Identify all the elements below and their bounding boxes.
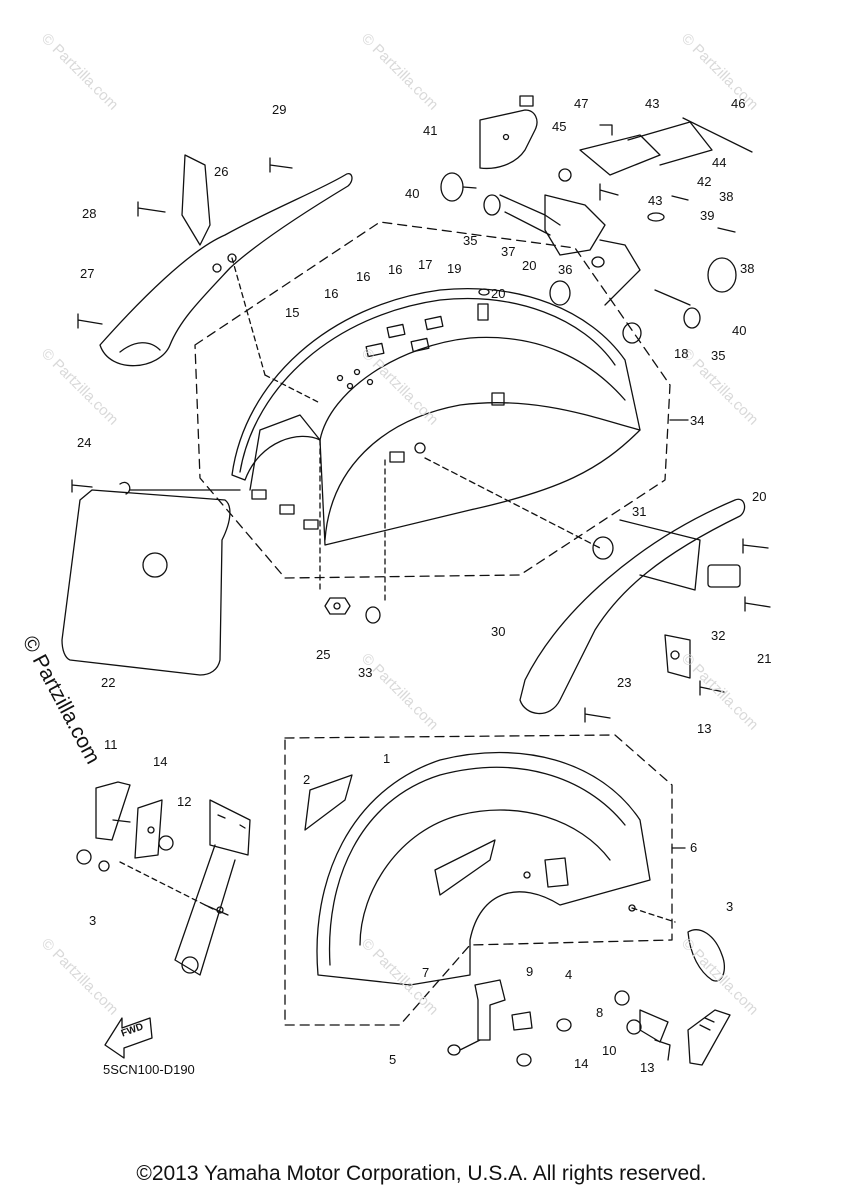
callout: 21	[757, 651, 772, 666]
callout: 1	[383, 751, 391, 766]
callout: 20	[491, 286, 506, 301]
callout: 20	[522, 258, 537, 273]
front-fender-boundary	[285, 735, 672, 1025]
callout: 47	[574, 96, 589, 111]
fwd-arrow	[105, 1018, 152, 1058]
callout: 23	[617, 675, 632, 690]
callout: 46	[731, 96, 746, 111]
reflector-right	[615, 991, 730, 1065]
callout: 3	[89, 913, 97, 928]
copyright-notice: ©2013 Yamaha Motor Corporation, U.S.A. A…	[136, 1162, 707, 1185]
callout: 2	[303, 772, 311, 787]
callout: 41	[423, 123, 438, 138]
tail-lamp-bracket	[441, 96, 752, 328]
callout: 7	[422, 965, 430, 980]
callout: 43	[648, 193, 663, 208]
callout: 38	[719, 189, 734, 204]
rubber-damper	[550, 281, 641, 559]
callout: 5	[389, 1052, 397, 1067]
rear-fender	[232, 289, 640, 545]
callout: 36	[558, 262, 573, 277]
callout: 13	[640, 1060, 655, 1075]
callout: 27	[80, 266, 95, 281]
callout: 35	[711, 348, 726, 363]
callout: 14	[574, 1056, 589, 1071]
callout: 40	[405, 186, 420, 201]
callout: 17	[418, 257, 433, 272]
callout: 11	[104, 737, 118, 752]
callout: 24	[77, 435, 92, 450]
reflector-left	[77, 782, 215, 910]
callout: 37	[501, 244, 516, 259]
callout: 16	[388, 262, 403, 277]
callout: 20	[752, 489, 767, 504]
callout: 31	[632, 504, 647, 519]
callout: 38	[740, 261, 755, 276]
callout: 40	[732, 323, 747, 338]
nut	[320, 440, 385, 623]
callout: 28	[82, 206, 97, 221]
callout: 16	[356, 269, 371, 284]
callout: 42	[697, 174, 712, 189]
callout: 34	[690, 413, 705, 428]
callout: 4	[565, 967, 573, 982]
callout: 12	[177, 794, 192, 809]
callout: 9	[526, 964, 534, 979]
callout: 43	[645, 96, 660, 111]
rubber-6	[688, 930, 724, 981]
callout: 18	[674, 346, 689, 361]
front-fender	[305, 753, 675, 986]
callout: 30	[491, 624, 506, 639]
hose-bracket	[448, 980, 571, 1066]
callout: 13	[697, 721, 712, 736]
callout: 14	[153, 754, 168, 769]
callout: 45	[552, 119, 567, 134]
callout: 16	[324, 286, 339, 301]
fender-stay-left	[78, 155, 352, 402]
callout: 35	[463, 233, 478, 248]
callout: 3	[726, 899, 734, 914]
callout: 39	[700, 208, 715, 223]
callout: 10	[602, 1043, 617, 1058]
front-fork	[175, 800, 250, 975]
callout: 8	[596, 1005, 604, 1020]
callout: 25	[316, 647, 331, 662]
callout: 29	[272, 102, 287, 117]
callout: 26	[214, 164, 229, 179]
callout: 33	[358, 665, 373, 680]
fender-stay-right	[425, 458, 770, 722]
callout: 15	[285, 305, 300, 320]
callout: 22	[101, 675, 116, 690]
rear-fender-boundary	[195, 222, 670, 578]
inner-panel	[62, 480, 240, 675]
callout: 32	[711, 628, 726, 643]
callout: 19	[447, 261, 462, 276]
diagram-code: 5SCN100-D190	[103, 1062, 195, 1077]
callout: 44	[712, 155, 727, 170]
callout: 6	[690, 840, 698, 855]
